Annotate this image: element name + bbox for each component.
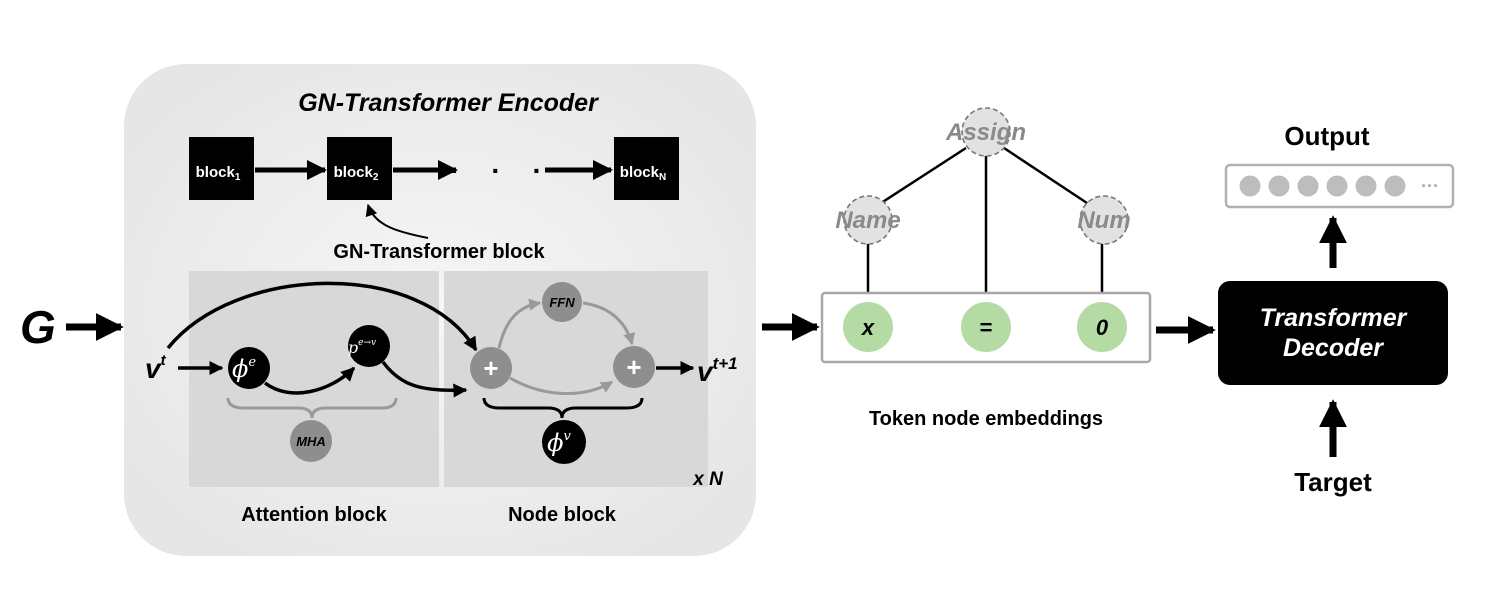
repeat-x: x bbox=[692, 469, 705, 490]
vt1-v: v bbox=[697, 356, 714, 387]
output-ellipsis: ··· bbox=[1421, 176, 1439, 196]
phi-e-symbol: ϕ bbox=[232, 355, 248, 383]
repeat-n: N bbox=[709, 469, 724, 490]
decoder-line-1: Transformer bbox=[1260, 304, 1408, 332]
output-token-3 bbox=[1297, 175, 1319, 197]
plus-node-2: + bbox=[613, 346, 655, 388]
output-token-6 bbox=[1384, 175, 1406, 197]
phi-v-symbol: ϕ bbox=[547, 429, 563, 457]
gn-transformer-encoder: GN-Transformer Encoder block1 block2 · ·… bbox=[124, 64, 756, 556]
phi-v-node: ϕv bbox=[542, 420, 586, 464]
node-block-label: Node block bbox=[508, 504, 617, 526]
token-x-label: x bbox=[861, 315, 875, 340]
p-ev-sup: e→v bbox=[358, 338, 376, 348]
plus-1-symbol: + bbox=[483, 353, 498, 383]
edge-assign-name bbox=[877, 146, 967, 207]
block-n: blockN bbox=[614, 137, 679, 200]
name-node: Name bbox=[835, 195, 901, 245]
p-ev-symbol: p bbox=[348, 338, 358, 357]
svg-text:ϕe: ϕe bbox=[232, 355, 256, 383]
token-zero: 0 bbox=[1077, 302, 1127, 352]
token-equals: = bbox=[961, 302, 1011, 352]
phi-v-brace bbox=[482, 397, 644, 419]
output-sequence: ··· bbox=[1224, 163, 1455, 209]
vt1-label: vt+1 bbox=[697, 354, 738, 387]
transformer-decoder: Transformer Decoder bbox=[1218, 281, 1448, 385]
output-token-1 bbox=[1239, 175, 1261, 197]
phi-e-sup: e bbox=[248, 355, 256, 370]
output-token-4 bbox=[1326, 175, 1348, 197]
name-label: Name bbox=[835, 207, 900, 234]
plus-to-plus-arrow bbox=[509, 376, 614, 396]
p-ev-node: pe→v bbox=[348, 325, 390, 367]
phi-e-to-p-arrow bbox=[263, 366, 356, 395]
num-label: Num bbox=[1077, 207, 1130, 234]
output-label: Output bbox=[1284, 121, 1370, 151]
encoder-title: GN-Transformer Encoder bbox=[298, 89, 599, 117]
plus-node-1: + bbox=[470, 347, 512, 389]
block-1-label: block bbox=[196, 164, 236, 181]
decoder-box bbox=[1218, 281, 1448, 385]
block-1-subscript: 1 bbox=[235, 172, 241, 183]
mha-label: MHA bbox=[296, 434, 326, 449]
block-caption: GN-Transformer block bbox=[333, 241, 545, 263]
block-2-label: block bbox=[334, 164, 374, 181]
plus-2-symbol: + bbox=[626, 352, 641, 382]
phi-e-node: ϕe bbox=[228, 347, 270, 389]
vt-v: v bbox=[145, 353, 162, 384]
num-node: Num bbox=[1077, 195, 1131, 245]
vt-sup: t bbox=[161, 352, 167, 369]
input-g-label: G bbox=[20, 301, 56, 353]
ffn-node: FFN bbox=[542, 282, 582, 322]
token-equals-label: = bbox=[980, 315, 993, 340]
output-token-5 bbox=[1355, 175, 1377, 197]
assign-label: Assign bbox=[945, 119, 1026, 146]
repeat-label: x N bbox=[692, 469, 724, 490]
svg-text:blockN: blockN bbox=[620, 164, 666, 183]
block-n-label: block bbox=[620, 164, 660, 181]
decoder-line-2: Decoder bbox=[1283, 334, 1384, 362]
svg-text:block2: block2 bbox=[334, 164, 379, 183]
target-label: Target bbox=[1294, 467, 1372, 497]
block-n-subscript: N bbox=[659, 172, 666, 183]
mha-brace bbox=[226, 397, 398, 419]
block-1: block1 bbox=[189, 137, 254, 200]
phi-v-sup: v bbox=[564, 429, 572, 444]
edge-assign-num bbox=[1003, 146, 1091, 207]
attention-block-label: Attention block bbox=[241, 504, 387, 526]
block-ellipsis: · · · bbox=[450, 155, 554, 186]
residual-skip-arc bbox=[166, 281, 478, 352]
vt-label: vt bbox=[145, 352, 167, 384]
token-caption: Token node embeddings bbox=[869, 408, 1103, 430]
svg-text:block1: block1 bbox=[196, 164, 241, 183]
token-zero-label: 0 bbox=[1096, 315, 1109, 340]
svg-text:ϕv: ϕv bbox=[547, 429, 571, 457]
ffn-to-plus-arrow bbox=[582, 301, 635, 346]
ffn-label: FFN bbox=[549, 295, 575, 310]
plus-to-ffn-arrow bbox=[497, 298, 542, 349]
svg-text:pe→v: pe→v bbox=[348, 338, 376, 357]
ast-tree: Assign Name Num x = 0 Token node embeddi… bbox=[820, 107, 1152, 430]
token-x: x bbox=[843, 302, 893, 352]
vt1-sup: t+1 bbox=[713, 354, 738, 373]
block-2: block2 bbox=[327, 137, 392, 200]
assign-node: Assign bbox=[945, 107, 1026, 157]
output-token-2 bbox=[1268, 175, 1290, 197]
p-to-plus-arrow bbox=[381, 360, 468, 398]
block-2-subscript: 2 bbox=[373, 172, 379, 183]
mha-node: MHA bbox=[290, 420, 332, 462]
block-pointer-curve bbox=[365, 203, 429, 239]
